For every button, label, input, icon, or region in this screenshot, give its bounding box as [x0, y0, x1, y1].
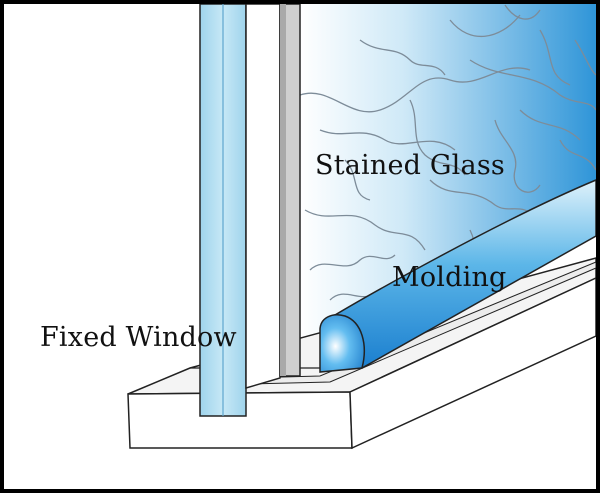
- stained-glass-label: Stained Glass: [315, 150, 505, 181]
- stained-glass-lead-lines: [300, 4, 596, 301]
- stained-glass-panel: [300, 4, 596, 340]
- glazing-stop: [279, 3, 301, 377]
- molding-bead: [319, 178, 597, 373]
- molding-label: Molding: [392, 262, 507, 293]
- fixed-window-label: Fixed Window: [40, 322, 237, 353]
- fixed-window-pane: [199, 3, 281, 417]
